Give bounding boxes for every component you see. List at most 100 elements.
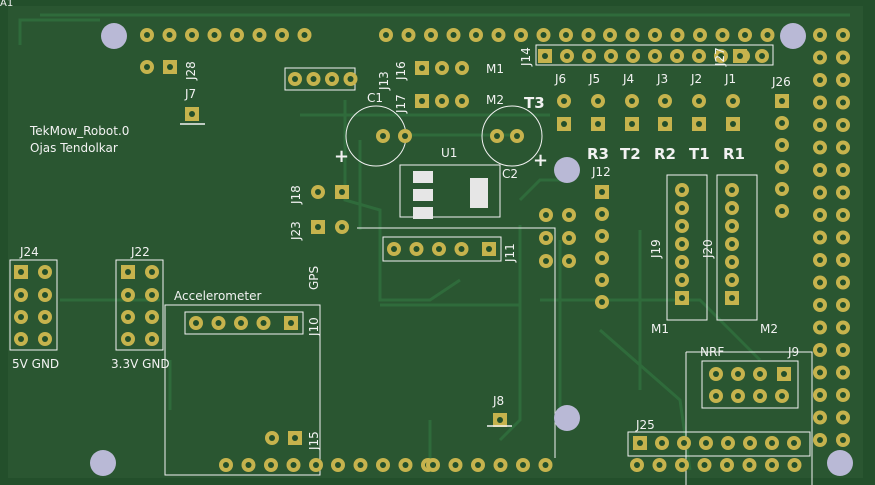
pad-drill [817,437,823,443]
pad-drill [520,462,526,468]
pad-drill [413,246,420,252]
pad-drill [747,440,753,446]
pad-drill [817,54,823,61]
pad-drill [542,462,549,468]
label-nrf: NRF [700,345,724,359]
pad-drill [607,32,613,38]
pad-drill [518,32,524,38]
pad-drill [439,98,445,104]
pad-drill [189,111,195,117]
pad-drill [779,120,785,126]
label-3v3-gnd: 3.3V GND [111,357,170,371]
pad-drill [817,99,823,106]
silkscreen-outlines [9,44,813,485]
pad-drill [450,32,457,38]
pad-drill [292,435,298,441]
pad-drill [729,277,735,283]
pad-drill [817,167,823,173]
pad-drill [599,233,605,239]
mount-hole [780,23,806,49]
pad-drill [840,54,846,61]
pad-drill [637,440,643,446]
ref-j15: J15 [307,431,321,451]
pad-drill [840,99,846,106]
pad-drill [18,336,24,342]
pad-drill [840,122,846,128]
pad-drill [817,392,823,398]
board-title: TekMow_Robot.0 [29,124,129,138]
ref-j9: J9 [787,345,799,359]
pad-drill [125,314,131,320]
pad-drill [719,32,726,38]
label-r1: R1 [723,145,745,163]
pad-drill [840,234,846,241]
pad-drill [540,32,547,38]
pad-drill [817,347,823,353]
pad-drill [696,121,702,127]
pad-drill [405,32,412,38]
ref-j26: J26 [771,75,791,89]
pad-drill [791,440,797,446]
ref-j24: J24 [19,245,39,259]
u1-regulator [413,171,488,219]
pad-drill [486,246,492,252]
pad-drill [729,259,735,265]
mount-hole [554,157,580,183]
pad-drill [144,32,150,38]
pad-drill [167,64,173,70]
pad-drill [713,371,719,377]
pad-drill [256,32,263,38]
pad-drill [840,77,846,83]
pad-drill [279,32,285,38]
ref-u1: U1 [441,146,457,160]
pad-drill [817,234,823,241]
pad-drill [735,371,741,377]
pads [14,28,850,472]
ref-gps: GPS [307,266,321,290]
pad-drill [566,258,572,264]
pad-drill [729,241,735,247]
pad-drill [725,440,731,446]
pad-drill [566,235,572,241]
label-t2: T2 [620,145,641,163]
pad-drill [840,167,846,173]
ref-j6: J6 [554,72,566,86]
pad-drill [42,269,48,275]
mount-hole [827,450,853,476]
pad-drill [759,53,765,59]
ref-j18: J18 [289,185,303,205]
pad-drill [817,302,823,308]
ref-j28: J28 [184,61,198,81]
pad-drill [840,347,846,353]
pad-drill [439,65,445,71]
pad-drill [662,121,668,127]
c1-plus: + [334,146,349,167]
ref-j3: J3 [656,72,668,86]
pad-drill [599,299,605,305]
pad-drill [679,295,685,301]
pad-drill [223,462,229,468]
pad-drill [260,320,267,326]
pad-drill [402,462,409,468]
ref-j13: J13 [377,71,391,91]
pad-drill [817,324,823,331]
pad-drill [735,393,741,399]
pad-drill [817,257,823,263]
pad-drill [779,98,785,104]
pad-drill [566,212,572,218]
ref-j23: J23 [289,221,303,241]
pad-drill [817,414,823,421]
pad-drill [679,462,685,468]
pad-drill [18,314,24,320]
pad-drill [817,122,823,128]
pad-drill [840,392,846,398]
ref-j14: J14 [519,47,533,67]
ref-j4: J4 [622,72,634,86]
pad-drill [473,32,479,38]
pad-drill [561,121,567,127]
pad-drill [543,258,549,264]
pad-drill [769,462,775,468]
pad-drill [269,435,275,441]
pad-drill [840,302,846,308]
pad-drill [189,32,195,38]
